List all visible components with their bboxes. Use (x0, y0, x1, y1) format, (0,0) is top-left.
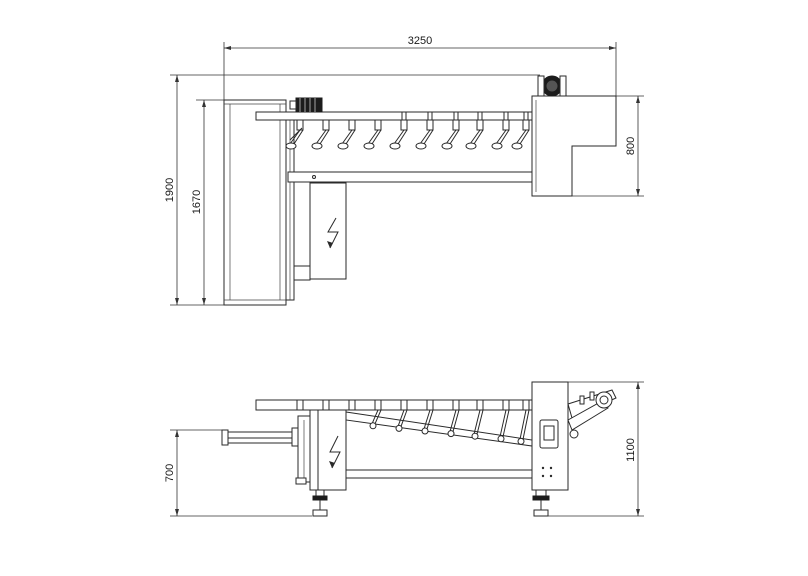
dimension-table-height: 700 (164, 429, 312, 517)
infeed-arm (221, 427, 301, 447)
dimension-total-height: 1100 (540, 381, 644, 517)
motor-unit (289, 97, 323, 113)
clamp-side (447, 399, 460, 438)
dimension-height-outer: 1900 (164, 74, 540, 306)
clamp-top (415, 111, 434, 150)
clamp-top (337, 119, 356, 150)
infeed-frame (223, 99, 295, 306)
clamp-row-top (285, 111, 530, 150)
clamp-top (441, 111, 460, 150)
clamp-top (285, 119, 304, 150)
dimension-width: 3250 (223, 35, 617, 100)
dim-height-inner-label: 1670 (191, 190, 203, 214)
side-view: 1100 700 (164, 381, 644, 517)
dim-box-height-label: 800 (625, 137, 637, 155)
dim-table-height-label: 700 (164, 464, 176, 482)
clamp-side (471, 399, 484, 440)
clamp-top (363, 119, 382, 150)
clamp-side (348, 399, 356, 411)
clamp-side (395, 399, 408, 432)
electrical-cabinet-side (295, 409, 347, 491)
dim-total-height-label: 1100 (625, 438, 637, 462)
outfeed-box-side (531, 381, 569, 517)
dim-height-outer-label: 1900 (164, 178, 176, 202)
clamp-side (322, 399, 330, 411)
clamp-top (465, 111, 484, 150)
clamp-side (517, 399, 530, 445)
dimension-box-height: 800 (572, 95, 644, 197)
outfeed-box-top (531, 75, 617, 197)
clamp-side (369, 399, 382, 430)
left-leg (312, 489, 328, 517)
dim-width-label: 3250 (408, 35, 432, 47)
outfeed-motor-side (567, 389, 617, 439)
top-view: 3250 1900 1670 800 (164, 35, 644, 306)
clamp-top (311, 119, 330, 150)
dimension-height-inner: 1670 (191, 99, 226, 305)
clamp-top (511, 111, 530, 150)
frame-brace (345, 411, 533, 479)
clamp-side (421, 399, 434, 435)
clamp-side (296, 399, 304, 411)
clamp-side (497, 399, 510, 443)
electrical-cabinet-top (293, 182, 347, 281)
clamp-row-side (296, 399, 530, 445)
clamp-top (491, 111, 510, 150)
clamp-top (389, 111, 408, 150)
